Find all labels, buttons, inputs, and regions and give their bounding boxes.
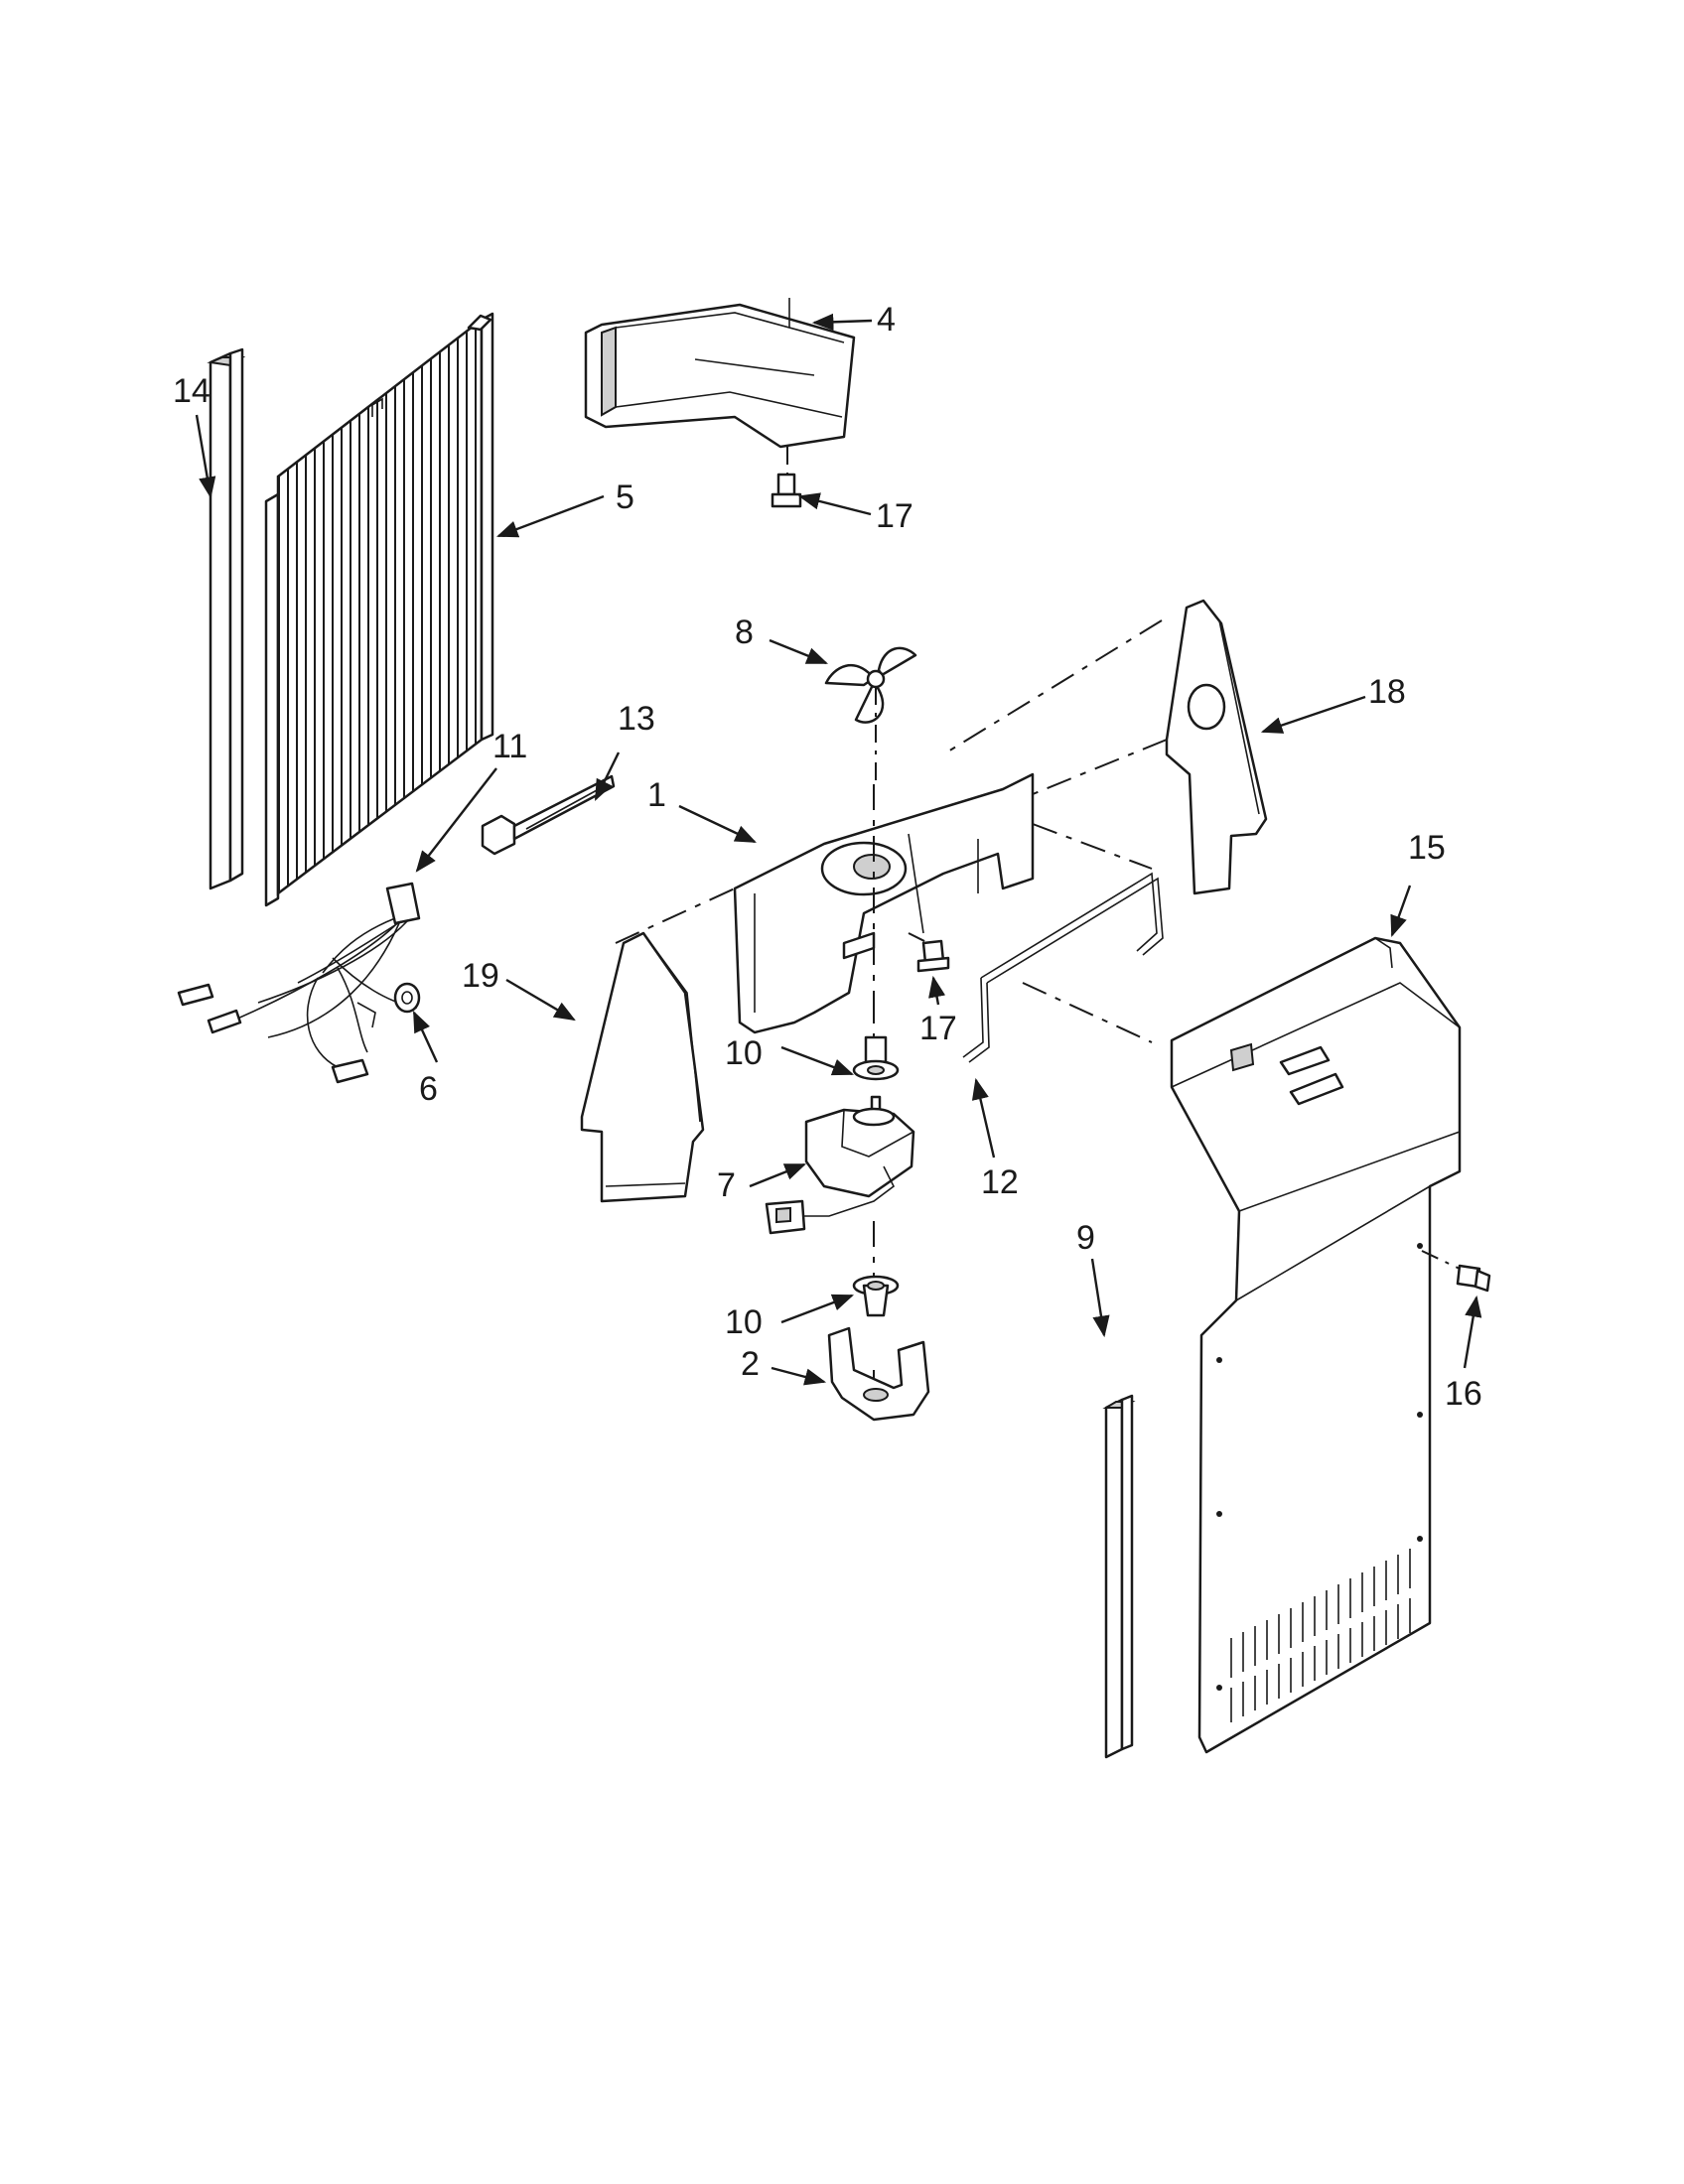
part-9-gasket-strip [1102,1394,1136,1759]
part-11-wire-harness [177,882,421,1084]
part-14-gasket-strip [207,347,246,890]
part-16-screw [1421,1250,1491,1293]
callout-17-top: 17 [876,497,913,535]
part-2-motor-bracket [827,1326,930,1422]
callout-9: 9 [1076,1219,1095,1257]
callout-6: 6 [419,1070,438,1108]
part-8-fan-blade [824,646,917,784]
part-10-grommet-lower [852,1275,900,1317]
part-7-fan-motor [765,1095,915,1235]
callout-12: 12 [981,1163,1019,1201]
callout-5: 5 [616,478,634,516]
callout-4: 4 [877,301,896,339]
part-17-screw-top [771,447,802,508]
callout-10-upper: 10 [725,1034,763,1072]
part-19-left-panel [580,931,705,1203]
callout-13: 13 [618,700,655,738]
part-13-cable-tie [481,774,616,856]
callout-11: 11 [492,728,527,765]
part-10-grommet-upper [852,1035,900,1081]
part-18-right-panel [1165,599,1268,895]
part-1-fan-shroud [733,772,1035,1034]
leader-arrows [195,313,1482,1386]
callout-1: 1 [647,776,666,814]
callout-15: 15 [1408,829,1446,867]
callout-17-mid: 17 [919,1010,957,1047]
part-5-coil [264,312,494,907]
part-12-wire-bracket [962,872,1164,1063]
part-17-screw-mid [908,932,950,973]
callout-8: 8 [735,614,754,651]
callouts: 14 5 4 17 8 18 13 11 1 15 19 6 17 10 12 … [173,301,1482,1413]
callout-10-lower: 10 [725,1303,763,1341]
part-15-duct-cover [1170,936,1462,1754]
callout-2: 2 [741,1345,760,1383]
part-4-top-cover [584,298,856,449]
callout-18: 18 [1368,673,1406,711]
callout-19: 19 [462,957,499,995]
callout-7: 7 [717,1166,736,1204]
callout-16: 16 [1445,1375,1482,1413]
callout-14: 14 [173,372,210,410]
part-6-sensor [393,982,421,1014]
